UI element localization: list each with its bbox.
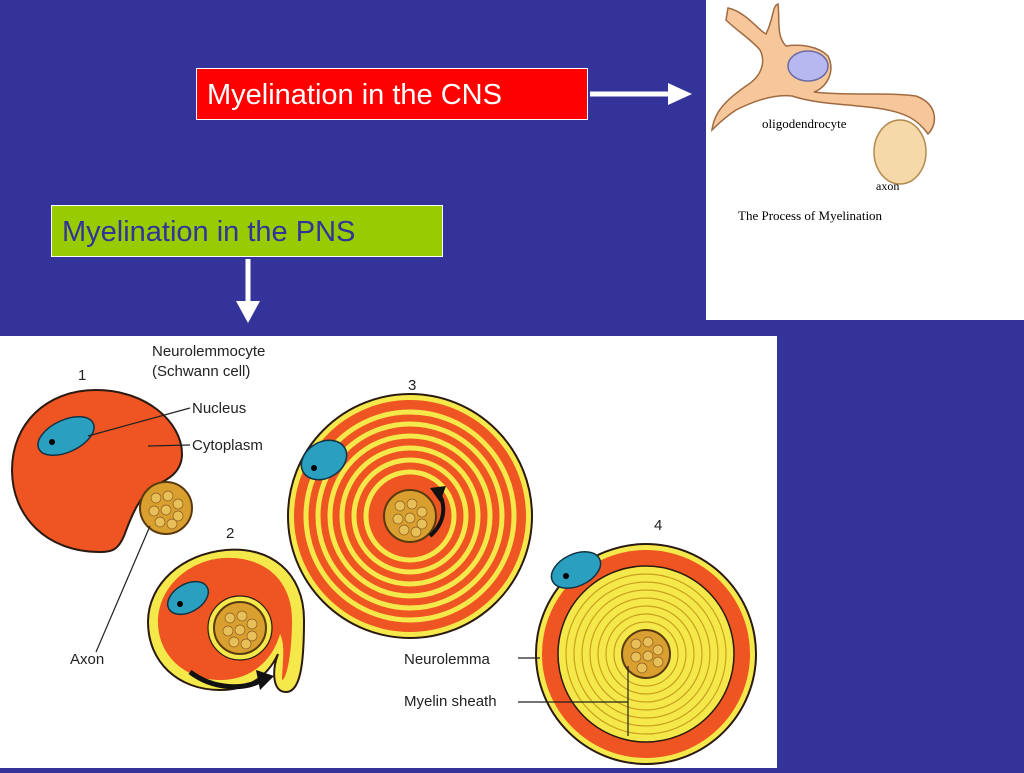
- stage-2: 2: [146, 525, 306, 694]
- step-label-2: 2: [226, 525, 234, 542]
- pns-diagram-panel: 1 2: [0, 336, 777, 768]
- oligodendrocyte-diagram: oligodendrocyte axon The Process of Myel…: [711, 2, 936, 223]
- schwann-cell-diagram: 1 2: [10, 343, 757, 765]
- nucleus-2: [166, 580, 210, 616]
- label-neurolemmocyte: Neurolemmocyte: [152, 343, 265, 360]
- label-oligodendrocyte: oligodendrocyte: [762, 116, 847, 131]
- stage-4: 4: [518, 517, 757, 765]
- label-axon: Axon: [70, 651, 104, 668]
- label-schwann-cell: (Schwann cell): [152, 363, 250, 380]
- nucleus-4: [550, 551, 602, 589]
- oligodendrocyte-nucleus: [787, 50, 829, 82]
- arrow-down-icon: [236, 259, 260, 323]
- stage-1: 1: [10, 367, 193, 653]
- label-myelin-sheath: Myelin sheath: [404, 693, 497, 710]
- step-label-4: 4: [654, 517, 662, 534]
- nucleus-1: [37, 415, 95, 457]
- label-cytoplasm: Cytoplasm: [192, 437, 263, 454]
- cns-title: Myelination in the CNS: [207, 79, 502, 111]
- pns-title: Myelination in the PNS: [62, 216, 356, 248]
- pns-title-box: Myelination in the PNS: [51, 205, 443, 257]
- label-cns-axon: axon: [876, 179, 899, 193]
- cns-title-box: Myelination in the CNS: [196, 68, 588, 120]
- cns-caption: The Process of Myelination: [738, 208, 883, 223]
- arrow-right-icon: [590, 83, 692, 105]
- label-neurolemma: Neurolemma: [404, 651, 491, 668]
- rotation-arrow-icon: [188, 669, 264, 690]
- step-label-1: 1: [78, 367, 86, 384]
- stage-3: 3: [287, 377, 533, 639]
- label-nucleus: Nucleus: [192, 400, 246, 417]
- step-label-3: 3: [408, 377, 416, 394]
- cns-diagram-panel: oligodendrocyte axon The Process of Myel…: [706, 0, 1024, 320]
- cns-axon: [873, 119, 927, 185]
